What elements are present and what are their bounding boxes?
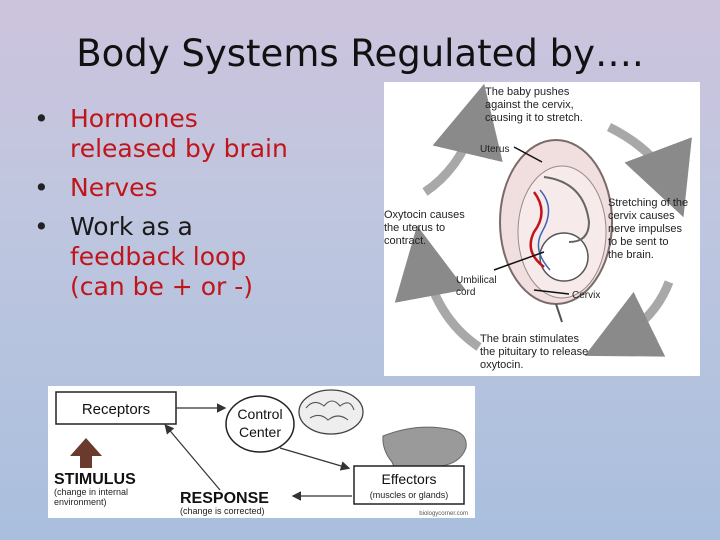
labor-cycle-diagram: The baby pushes against the cervix, caus… <box>384 83 692 371</box>
labor-feedback-figure: The baby pushes against the cervix, caus… <box>384 82 700 376</box>
top-step-text: The baby pushes against the cervix, caus… <box>485 86 583 124</box>
svg-text:nerve impulses: nerve impulses <box>608 223 682 235</box>
svg-text:against the cervix,: against the cervix, <box>485 99 574 111</box>
brain-icon <box>298 389 364 435</box>
svg-text:cervix causes: cervix causes <box>608 210 675 222</box>
womb-illustration <box>499 139 613 323</box>
svg-text:The brain stimulates: The brain stimulates <box>480 333 580 345</box>
bullet-nerves-text: Nerves <box>70 173 158 202</box>
response-label: RESPONSE <box>180 490 269 507</box>
umbilical-pointer <box>493 251 545 271</box>
stimulus-label: STIMULUS <box>54 471 136 488</box>
bullet-feedback-rest: feedback loop(can be + or -) <box>70 242 253 301</box>
control-center-label-2: Center <box>239 424 281 440</box>
arrow-top-right <box>606 122 692 218</box>
cervix-pointer <box>533 289 570 295</box>
effectors-note: (muscles or glands) <box>370 490 449 500</box>
arrow-bottom-right <box>584 280 674 357</box>
uterus-pointer <box>513 146 543 163</box>
svg-text:the uterus to: the uterus to <box>384 222 445 234</box>
stimulus-note-1: (change in internal <box>54 487 128 497</box>
svg-text:Stretching of the: Stretching of the <box>608 197 688 209</box>
feedback-loop-diagram: Receptors Control Center STIMULUS (chang… <box>54 389 468 517</box>
slide-title: Body Systems Regulated by…. <box>76 32 644 75</box>
arrow-bottom-left <box>394 225 482 351</box>
svg-text:contract.: contract. <box>384 235 426 247</box>
arrow-response-to-receptors <box>164 424 221 491</box>
credit-text: biologycorner.com <box>419 511 468 517</box>
bullet-feedback: Work as a feedback loop(can be + or -) <box>34 212 354 302</box>
umbilical-label-2: cord <box>456 287 475 298</box>
control-center-circle <box>225 395 295 453</box>
stimulus-arrow-icon <box>70 438 102 468</box>
svg-text:The baby pushes: The baby pushes <box>485 86 570 98</box>
bullet-nerves: Nerves <box>34 173 354 203</box>
feedback-loop-figure: Receptors Control Center STIMULUS (chang… <box>48 386 475 518</box>
svg-text:causing it to stretch.: causing it to stretch. <box>485 112 583 124</box>
bullet-feedback-lead: Work as a <box>70 212 193 241</box>
umbilical-label-1: Umbilical <box>456 275 497 286</box>
arrow-control-to-effectors <box>279 447 351 471</box>
baby-head <box>539 232 589 282</box>
bottom-step-text: The brain stimulates the pituitary to re… <box>480 333 588 371</box>
effectors-box <box>353 465 465 505</box>
receptors-label: Receptors <box>82 401 150 418</box>
right-step-text: Stretching of the cervix causes nerve im… <box>608 197 688 261</box>
svg-text:the brain.: the brain. <box>608 249 654 261</box>
svg-text:oxytocin.: oxytocin. <box>480 359 523 371</box>
cervix-label: Cervix <box>572 290 600 301</box>
receptors-box <box>55 391 177 425</box>
stimulus-note-2: environment) <box>54 497 107 507</box>
svg-text:the pituitary to release: the pituitary to release <box>480 346 588 358</box>
control-center-label-1: Control <box>237 406 282 422</box>
left-step-text: Oxytocin causes the uterus to contract. <box>384 209 465 247</box>
svg-text:to be sent to: to be sent to <box>608 236 669 248</box>
effectors-label: Effectors <box>382 471 437 487</box>
arrow-top-left <box>422 83 503 196</box>
svg-text:Oxytocin causes: Oxytocin causes <box>384 209 465 221</box>
uterus-label: Uterus <box>480 144 509 155</box>
response-note: (change is corrected) <box>180 506 265 516</box>
